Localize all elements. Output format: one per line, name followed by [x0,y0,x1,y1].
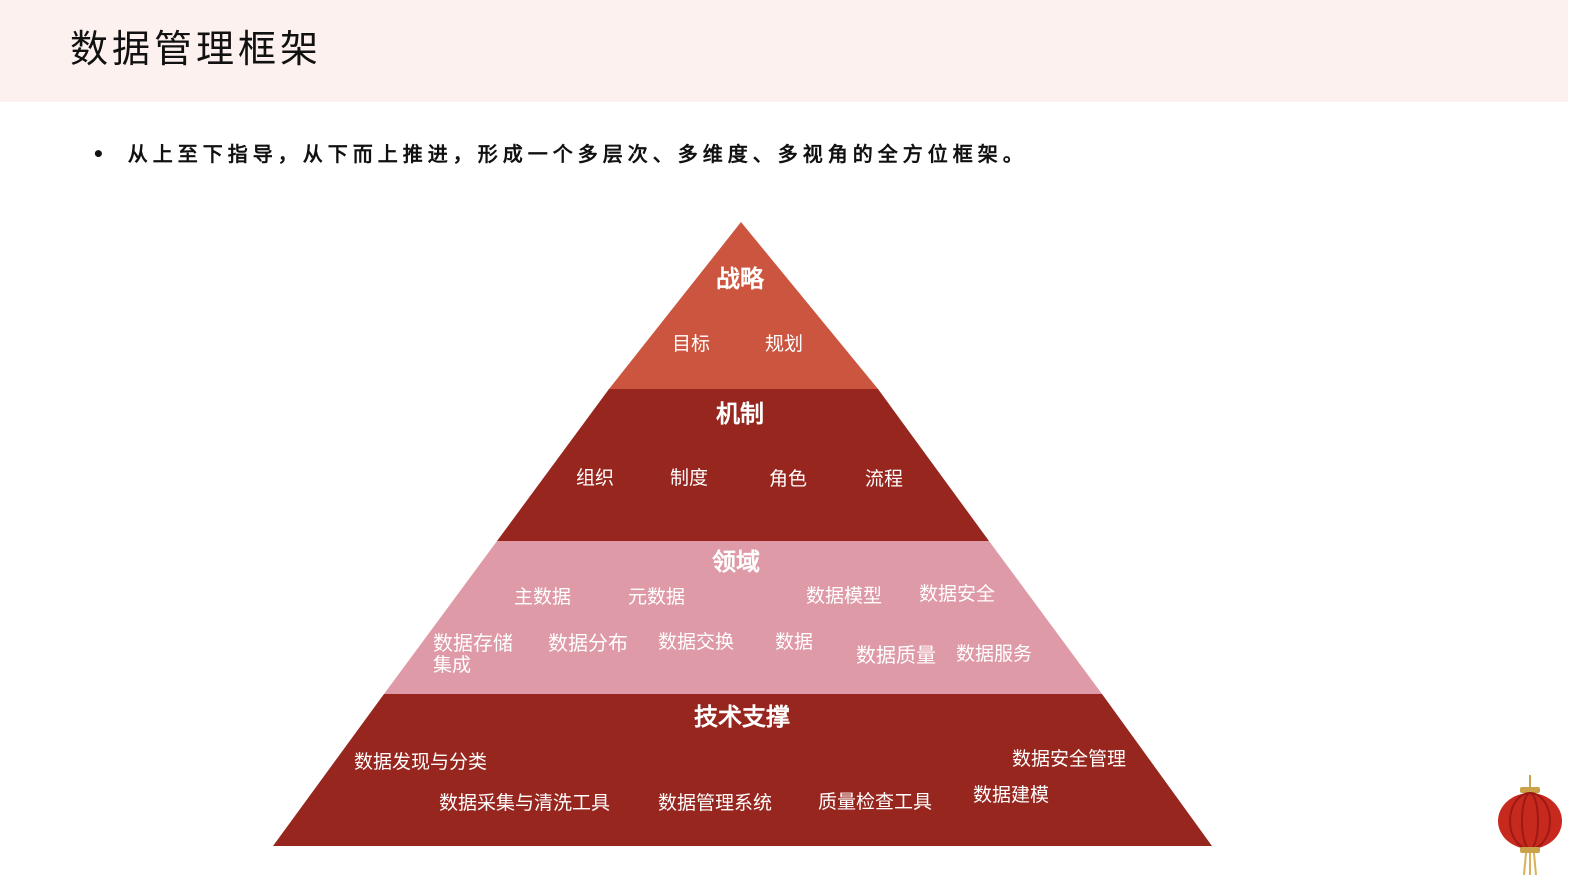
item-organization: 组织 [576,467,615,489]
layer-title-domain: 领域 [712,548,760,576]
header-band: 数据管理框架 [0,0,1568,102]
item-role: 角色 [769,468,808,490]
lantern-icon [1498,775,1562,876]
layer-tech-support [273,694,1212,846]
item-data-service: 数据服务 [956,643,1033,665]
item-data-storage: 数据存储 [433,631,513,655]
item-goal: 目标 [672,333,711,355]
item-policy: 制度 [670,467,709,489]
layer-title-tech-support: 技术支撑 [694,703,790,731]
intro-line: • 从上至下指导，从下而上推进，形成一个多层次、多维度、多视角的全方位框架。 [92,138,1028,167]
item-master-data: 主数据 [514,586,572,608]
item-plan: 规划 [765,333,804,355]
item-quality-check-tools: 质量检查工具 [818,791,933,813]
layer-domain [384,541,1102,694]
item-data-discovery: 数据发现与分类 [354,751,488,773]
item-data: 数据 [775,631,814,653]
item-data-exchange: 数据交换 [658,631,735,653]
item-data-quality: 数据质量 [856,643,936,667]
item-data-mgmt-system: 数据管理系统 [658,792,773,814]
item-data-security: 数据安全 [919,583,996,605]
item-data-distribution: 数据分布 [548,631,628,655]
layer-title-strategy: 战略 [716,265,764,293]
item-data-model: 数据模型 [806,585,883,607]
item-data-security-mgmt: 数据安全管理 [1012,748,1127,770]
layer-mechanism [497,389,989,541]
intro-text: 从上至下指导，从下而上推进，形成一个多层次、多维度、多视角的全方位框架。 [127,142,1028,166]
item-metadata: 元数据 [628,586,686,608]
item-collection-cleaning-tools: 数据采集与清洗工具 [439,792,611,814]
item-process: 流程 [865,468,904,490]
layer-title-mechanism: 机制 [716,400,764,428]
item-data-modeling: 数据建模 [973,784,1050,806]
item-integration: 集成 [433,654,472,676]
page-title: 数据管理框架 [70,27,323,71]
bullet-icon: • [92,142,110,166]
layer-strategy [609,222,878,389]
